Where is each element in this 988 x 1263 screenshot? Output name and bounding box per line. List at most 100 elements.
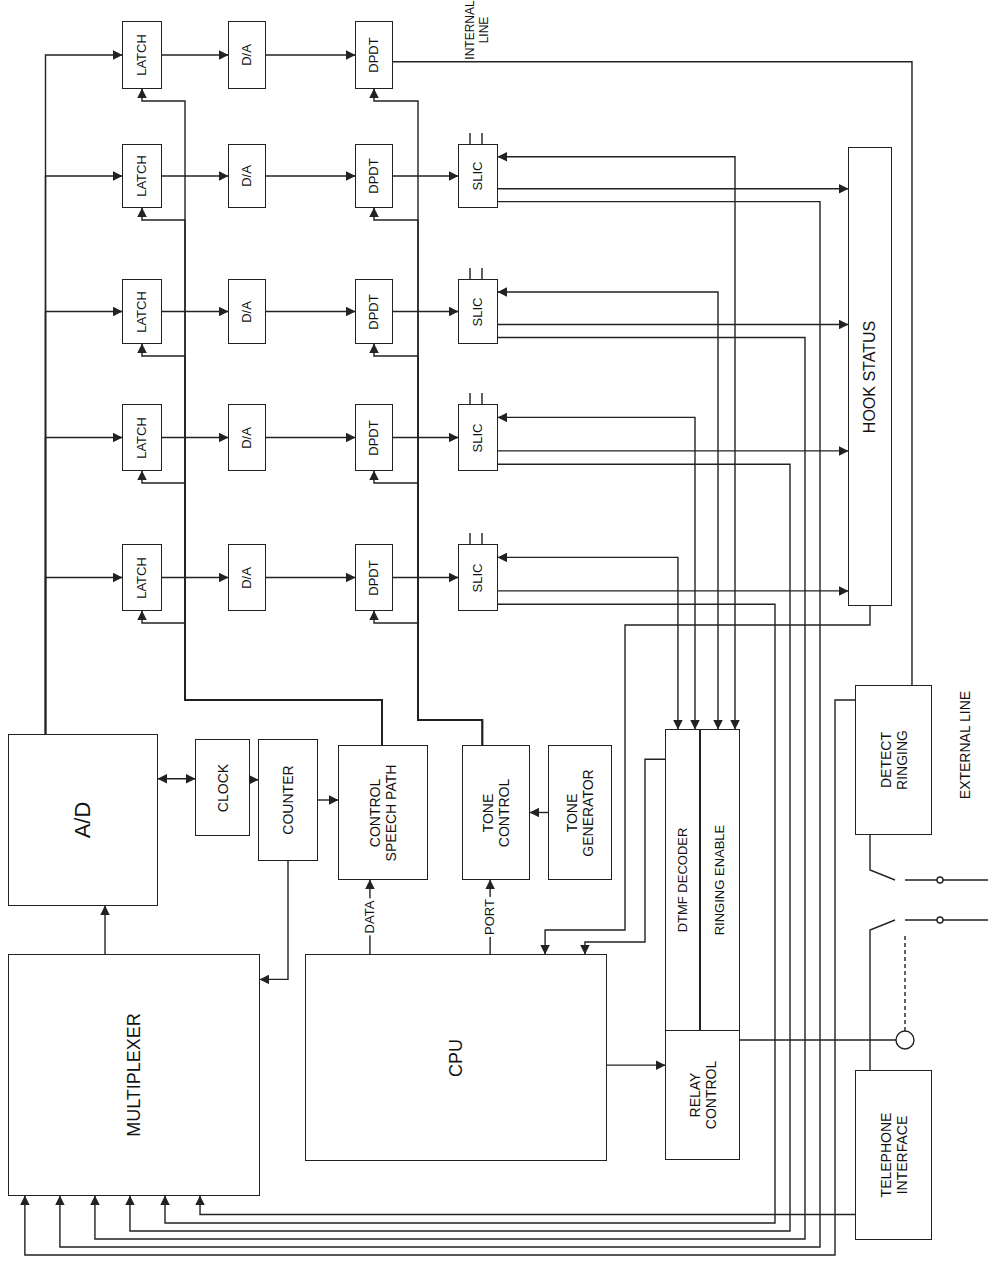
block-label: RELAY CONTROL [686,1045,718,1145]
block-label: MULTIPLEXER [124,959,145,1191]
signal-line [158,778,195,779]
block-box: TONE GENERATOR [548,745,612,880]
block-box: SLIC [458,404,498,471]
signal-line [498,450,848,451]
signal-line [142,611,382,745]
block-label: DETECT RINGING [877,710,909,810]
block-label: A/D [70,739,95,901]
signal-line [162,577,228,578]
signal-line [266,311,355,312]
block-label: TONE GENERATOR [564,763,596,863]
block-box: MULTIPLEXER [8,954,260,1196]
block-box: LATCH [122,144,162,208]
signal-line [142,471,382,745]
signal-line [266,54,355,55]
block-label: LATCH [135,409,150,466]
block-box: LATCH [122,404,162,471]
block-box: TONE CONTROL [462,745,530,880]
signal-line [498,324,848,325]
signal-line [46,312,123,735]
signal-line [530,812,548,813]
block-label: D/A [240,149,255,203]
signal-line [318,799,338,800]
signal-line [393,311,458,312]
block-label: DPDT [367,284,382,339]
signal-line [46,578,123,735]
block-label: LATCH [135,26,150,84]
block-label: LATCH [135,284,150,339]
block-label: CLOCK [214,744,230,831]
signal-line [46,176,123,734]
signal-line [498,557,678,729]
block-label: CONTROL SPEECH PATH [367,758,399,868]
block-box: DPDT [355,544,393,611]
layout-wires [470,133,988,1070]
block-box: DTMF DECODER [665,729,700,1031]
block-box: D/A [228,544,266,611]
block-box: RELAY CONTROL [665,1030,740,1160]
block-box: CLOCK [195,739,250,836]
signal-line [498,292,718,729]
signal-line [393,62,912,685]
block-label: CPU [446,959,467,1156]
signal-line [374,611,482,745]
block-box: D/A [228,144,266,208]
block-box: CONTROL SPEECH PATH [338,745,428,880]
signal-line [260,861,288,979]
signal-line [46,55,123,734]
block-label: SLIC [471,549,486,606]
block-box: LATCH [122,21,162,89]
block-box: D/A [228,404,266,471]
block-box: DETECT RINGING [855,685,932,835]
line-label-text: INTERNAL LINE [464,0,492,65]
block-label: SLIC [471,409,486,466]
signal-line [162,175,228,176]
block-label: DTMF DECODER [675,734,690,1026]
signal-line [498,188,848,189]
line-terminal [937,917,943,923]
block-box: SLIC [458,279,498,344]
signal-line [142,89,382,745]
block-label: DPDT [367,149,382,203]
block-label: SLIC [471,284,486,339]
block-label: RINGING ENABLE [713,734,728,1026]
block-box: DPDT [355,404,393,471]
line-label-text: EXTERNAL LINE [957,675,973,815]
bus-label-text: DATA [362,901,377,934]
block-label: D/A [240,26,255,84]
bus-label-text: PORT [483,899,498,935]
relay-contact [870,920,895,1070]
block-box: DPDT [355,144,393,208]
block-label: D/A [240,409,255,466]
signal-line [498,590,848,591]
block-label: LATCH [135,149,150,203]
signal-line [393,175,458,176]
block-box: DPDT [355,279,393,344]
block-box: D/A [228,279,266,344]
block-box: LATCH [122,279,162,344]
contact-wire [905,880,937,920]
block-box: D/A [228,21,266,89]
block-label: DPDT [367,409,382,466]
relay-link [904,935,905,1031]
block-box: RINGING ENABLE [700,729,740,1031]
line-terminal [937,877,943,883]
signal-line [162,437,228,438]
block-label: SLIC [471,149,486,203]
signal-line [266,437,355,438]
block-label: DPDT [367,26,382,84]
block-label: TELEPHONE INTERFACE [877,1095,909,1215]
block-box: SLIC [458,144,498,208]
signal-line [142,208,382,745]
block-box: TELEPHONE INTERFACE [855,1070,932,1240]
relay-drive-wire [740,1039,896,1040]
signal-line [162,311,228,312]
block-label: D/A [240,549,255,606]
block-box: CPU [305,954,607,1161]
signal-line [498,157,735,729]
signal-line [607,1064,665,1065]
block-label: D/A [240,284,255,339]
block-box: LATCH [122,544,162,611]
signal-line [104,906,105,954]
block-box: HOOK STATUS [848,147,892,606]
